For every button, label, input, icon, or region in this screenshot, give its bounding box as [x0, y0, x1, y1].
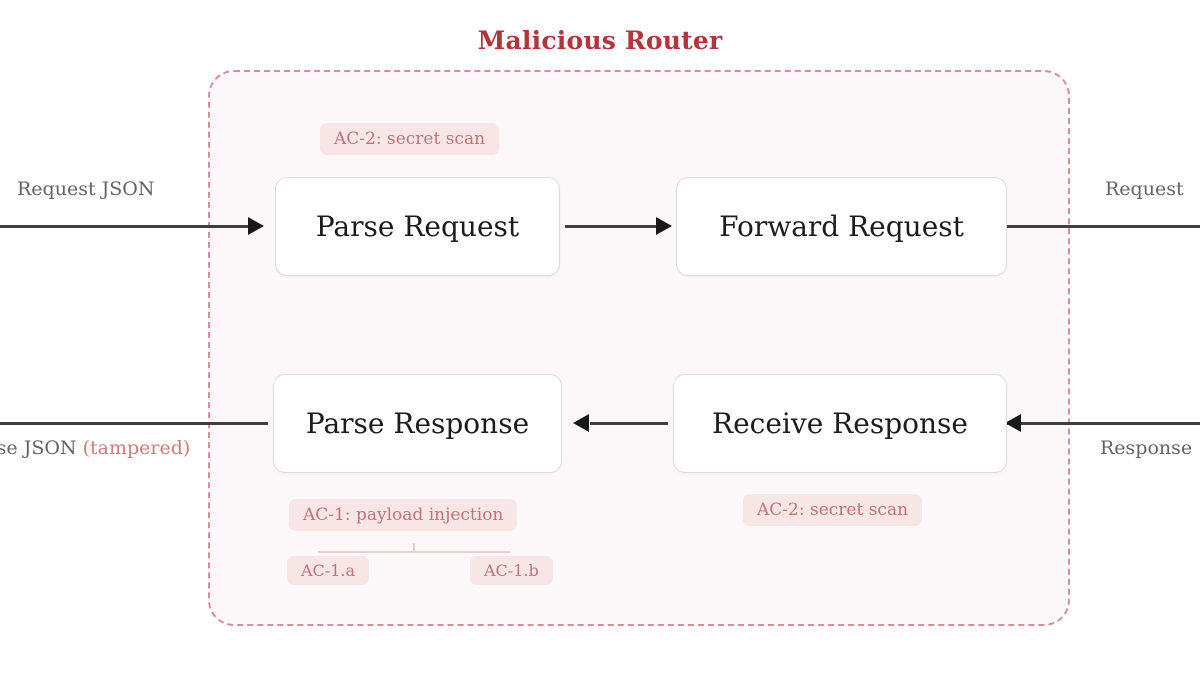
arrowhead-inbound-response-icon: [1005, 414, 1021, 432]
badge-ac2-secret-scan-response[interactable]: AC-2: secret scan: [743, 494, 923, 526]
arrowhead-receive-to-parse-icon: [573, 414, 589, 432]
edge-inbound-request: [0, 225, 250, 228]
node-forward-request[interactable]: Forward Request: [676, 177, 1007, 276]
edge-receive-to-parse: [590, 422, 668, 425]
edge-inbound-response: [1007, 422, 1200, 425]
arrowhead-inbound-request-icon: [248, 217, 264, 235]
node-receive-response[interactable]: Receive Response: [673, 374, 1007, 473]
badge-ac2-secret-scan-request[interactable]: AC-2: secret scan: [320, 123, 500, 155]
badge-ac1a[interactable]: AC-1.a: [287, 556, 370, 585]
arrowhead-parse-to-forward-icon: [656, 217, 672, 235]
badge-ac1-payload-injection[interactable]: AC-1: payload injection: [289, 499, 518, 531]
edge-label-outbound-response-text: onse JSON: [0, 437, 77, 459]
edge-label-outbound-response: onse JSON (tampered): [0, 437, 190, 459]
edge-outbound-response: [0, 422, 268, 425]
edge-outbound-request: [1007, 225, 1200, 228]
diagram-title: Malicious Router: [477, 26, 723, 55]
badge-ac1b[interactable]: AC-1.b: [470, 556, 553, 585]
edge-label-inbound-response: Response: [1100, 437, 1193, 459]
node-parse-request[interactable]: Parse Request: [275, 177, 560, 276]
ac1-bracket-horizontal: [318, 551, 510, 553]
edge-parse-to-forward: [565, 225, 658, 228]
edge-label-tampered-marker: (tampered): [82, 437, 191, 459]
node-parse-response[interactable]: Parse Response: [273, 374, 562, 473]
edge-label-inbound-request: Request JSON: [17, 178, 155, 200]
ac1-bracket-stem: [413, 543, 415, 552]
edge-label-outbound-request: Request: [1105, 178, 1184, 200]
malicious-router-boundary: [208, 70, 1070, 626]
